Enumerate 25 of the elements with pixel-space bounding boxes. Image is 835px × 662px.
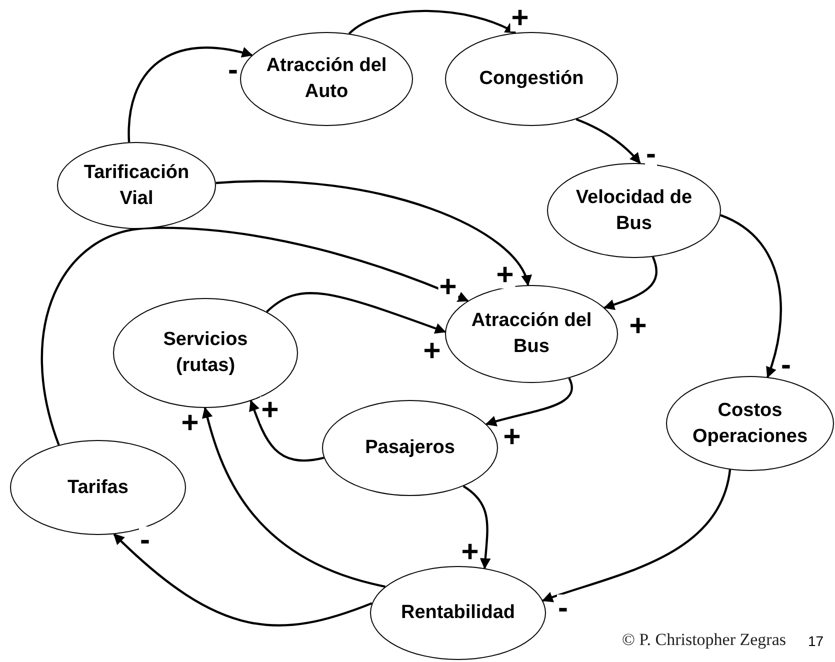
polarity-sign: + (260, 396, 280, 424)
arrow (202, 406, 386, 588)
arrow (542, 469, 732, 602)
arrow (462, 485, 491, 570)
arrow (266, 292, 446, 334)
arrow (576, 118, 641, 164)
arrow (249, 400, 324, 462)
node-label: Servicios (rutas) (162, 328, 249, 378)
copyright-note: © P. Christopher Zegras (622, 630, 786, 650)
node-label: Tarifas (66, 476, 130, 500)
node-label: Tarificación Vial (82, 160, 190, 210)
node-label: Congestión (478, 67, 585, 92)
arrow (603, 256, 658, 310)
node-label: Velocidad de Bus (574, 186, 694, 236)
node-label: Costos Operaciones (691, 398, 809, 448)
node-label: Rentabilidad (400, 601, 516, 626)
arrow (113, 533, 372, 626)
node-label: Atracción del Bus (470, 309, 593, 359)
arrow (216, 180, 530, 286)
arrow (720, 214, 782, 378)
node-label: Pasajeros (364, 436, 456, 460)
arrow (128, 46, 253, 142)
page-number: 17 (808, 633, 824, 649)
node-label: Atracción del Auto (265, 54, 388, 104)
arrow (40, 226, 469, 446)
